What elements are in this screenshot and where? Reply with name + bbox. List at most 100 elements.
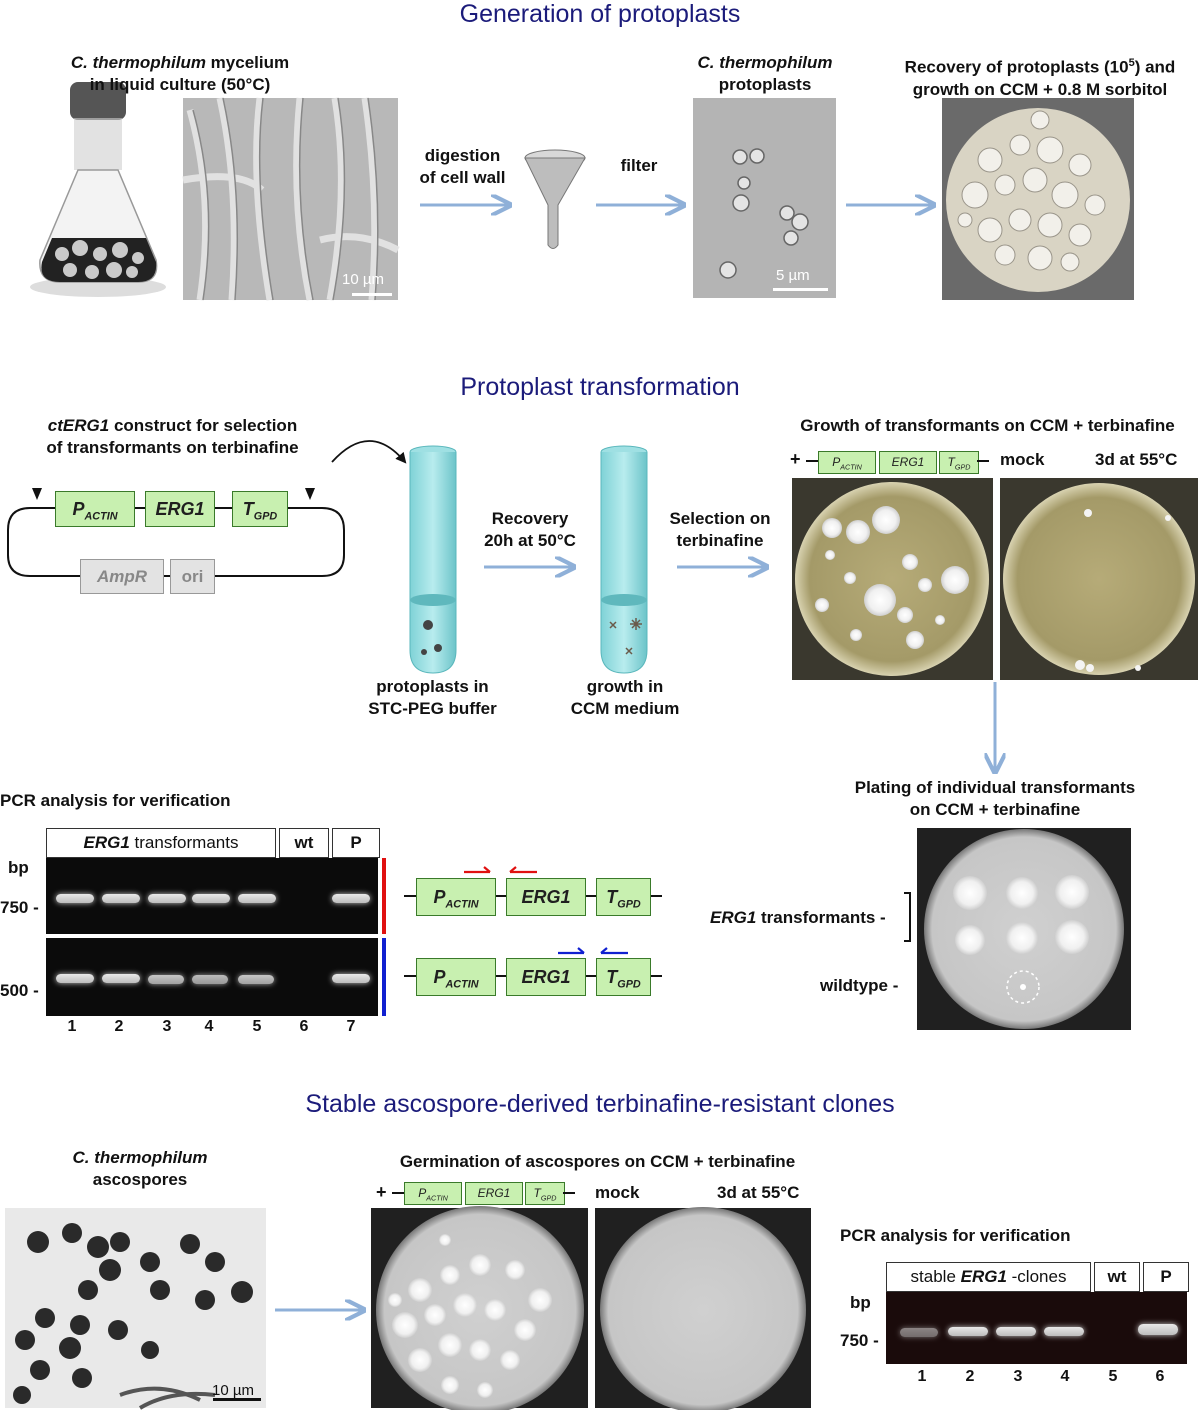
gel2-header-p: P bbox=[1143, 1262, 1189, 1292]
section-title-transformation: Protoplast transformation bbox=[460, 373, 740, 401]
section-title-protoplasts: Generation of protoplasts bbox=[459, 0, 741, 28]
band2-4 bbox=[1044, 1327, 1084, 1336]
tube-growth-icon bbox=[600, 445, 648, 674]
germination-mock-plate-photo bbox=[595, 1207, 811, 1410]
band2-2 bbox=[948, 1327, 988, 1336]
individual-plate-photo bbox=[917, 828, 1131, 1030]
filter-label: filter bbox=[620, 156, 658, 175]
ori-box: ori bbox=[170, 559, 215, 594]
wildtype-label: wildtype - bbox=[820, 976, 899, 995]
scale-text-protoplasts: 5 µm bbox=[776, 267, 810, 284]
erg1-box: ERG1 bbox=[145, 491, 215, 527]
lane-6: 6 bbox=[299, 1018, 309, 1035]
band-blue-4 bbox=[192, 975, 228, 984]
mycelium-photo bbox=[182, 97, 400, 301]
band-red-7 bbox=[332, 894, 370, 903]
gel2-header-clones: stable ERG1 -clones bbox=[886, 1262, 1091, 1292]
lane-3: 3 bbox=[162, 1018, 172, 1035]
mini-t-gpd-2: TGPD bbox=[525, 1182, 565, 1205]
band-blue-2 bbox=[102, 974, 140, 983]
growth-title: Growth of transformants on CCM + terbina… bbox=[800, 416, 1175, 435]
mock-label-2: mock bbox=[595, 1183, 640, 1202]
primer-arrows-blue bbox=[558, 947, 628, 955]
time-label: 3d at 55°C bbox=[1095, 450, 1178, 469]
recovery-label: Recovery of protoplasts (105) and growth… bbox=[904, 57, 1176, 99]
lane-5: 5 bbox=[252, 1018, 262, 1035]
germination-plate-photo bbox=[371, 1206, 588, 1410]
red-bar bbox=[382, 858, 386, 934]
lane-7: 7 bbox=[346, 1018, 356, 1035]
lane2-5: 5 bbox=[1108, 1368, 1118, 1385]
construct-line-a bbox=[806, 460, 818, 462]
funnel-icon bbox=[524, 149, 586, 249]
t-gpd-box: TGPD bbox=[232, 491, 288, 527]
construct-line-d bbox=[563, 1192, 575, 1194]
band-blue-5 bbox=[238, 975, 274, 984]
plus-sign: + bbox=[790, 449, 801, 469]
lane2-2: 2 bbox=[965, 1368, 975, 1385]
pcr-erg1-blue: ERG1 bbox=[506, 958, 586, 996]
tube-protoplasts-icon bbox=[409, 445, 457, 674]
mock-label: mock bbox=[1000, 450, 1045, 469]
pcr-title-2: PCR analysis for verification bbox=[840, 1226, 1071, 1245]
marker-750: 750 - bbox=[0, 898, 39, 917]
mini-p-actin: PACTIN bbox=[818, 451, 876, 474]
gel2-header-wt: wt bbox=[1094, 1262, 1140, 1292]
mini-t-gpd: TGPD bbox=[939, 451, 979, 474]
scale-bar-mycelium bbox=[352, 293, 392, 296]
pcr-t-gpd-red: TGPD bbox=[596, 878, 651, 916]
mycelium-label: C. thermophilum mycelium in liquid cultu… bbox=[70, 53, 290, 94]
p-actin-box: PACTIN bbox=[55, 491, 135, 527]
construct-line-b bbox=[977, 460, 989, 462]
scale-text-mycelium: 10 µm bbox=[342, 271, 384, 288]
scale-text-ascospores: 10 µm bbox=[212, 1382, 254, 1399]
ascospore-photo bbox=[5, 1208, 266, 1410]
lane-4: 4 bbox=[204, 1018, 214, 1035]
scale-bar-ascospores bbox=[213, 1398, 261, 1401]
germination-title: Germination of ascospores on CCM + terbi… bbox=[399, 1152, 796, 1171]
marker-750-2: 750 - bbox=[840, 1331, 879, 1350]
band-red-5 bbox=[238, 894, 276, 903]
erg1-transformants-label: ERG1 transformants - bbox=[710, 908, 886, 927]
lane2-1: 1 bbox=[917, 1368, 927, 1385]
band-red-4 bbox=[192, 894, 230, 903]
lane-2: 2 bbox=[114, 1018, 124, 1035]
sorbitol-plate-photo bbox=[942, 98, 1134, 300]
ampr-box: AmpR bbox=[80, 559, 164, 594]
lane2-3: 3 bbox=[1013, 1368, 1023, 1385]
band2-6 bbox=[1138, 1324, 1178, 1335]
pcr-erg1-red: ERG1 bbox=[506, 878, 586, 916]
pcr-title: PCR analysis for verification bbox=[0, 791, 231, 810]
band2-1 bbox=[900, 1328, 938, 1337]
mock-plate-photo bbox=[1000, 478, 1198, 680]
mini-p-actin-2: PACTIN bbox=[404, 1182, 462, 1205]
flask-icon bbox=[30, 82, 166, 297]
pcr-t-gpd-blue: TGPD bbox=[596, 958, 651, 996]
lane2-6: 6 bbox=[1155, 1368, 1165, 1385]
gel2-panel bbox=[886, 1292, 1187, 1364]
construct-line-c bbox=[392, 1192, 404, 1194]
gel-blue-panel bbox=[46, 938, 378, 1016]
primer-arrows-red bbox=[464, 866, 537, 874]
band-red-3 bbox=[148, 894, 186, 903]
blue-bar bbox=[382, 938, 386, 1016]
time-label-2: 3d at 55°C bbox=[717, 1183, 800, 1202]
section-title-clones: Stable ascospore-derived terbinafine-res… bbox=[305, 1090, 895, 1118]
band-blue-7 bbox=[332, 974, 370, 983]
gel-red-panel bbox=[46, 858, 378, 934]
mini-erg1-2: ERG1 bbox=[465, 1182, 523, 1205]
lane-1: 1 bbox=[67, 1018, 77, 1035]
gel-header-transformants: ERG1 transformants bbox=[46, 828, 276, 858]
transformant-plate-photo bbox=[792, 478, 993, 680]
band2-3 bbox=[996, 1327, 1036, 1336]
mini-erg1: ERG1 bbox=[879, 451, 937, 474]
